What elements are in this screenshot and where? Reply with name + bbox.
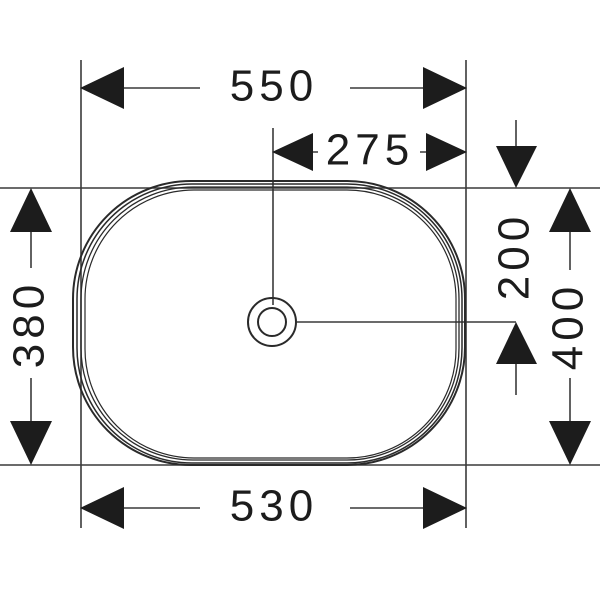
drain-assembly [247, 297, 297, 347]
dim-550-arrow-right [423, 67, 467, 109]
basin-rim-outline [72, 180, 466, 466]
dim-275-arrow-left [272, 133, 313, 171]
basin-outline-third [80, 186, 460, 461]
dim-275-label: 275 [326, 126, 414, 175]
dim-200-label: 200 [490, 212, 539, 300]
dimension-530: 530 [80, 482, 467, 531]
dim-530-arrow-right [423, 487, 467, 529]
dim-400-arrow-bottom [549, 421, 591, 465]
dim-380-label: 380 [5, 280, 54, 368]
dimension-275: 275 [272, 126, 467, 175]
dim-550-label: 550 [230, 62, 318, 111]
dim-200-arrow-bottom [496, 322, 537, 364]
dim-380-arrow-top [10, 188, 52, 232]
dim-380-arrow-bottom [10, 421, 52, 465]
dim-550-arrow-left [80, 67, 124, 109]
dimension-200: 200 [490, 120, 539, 395]
basin-outline-second [76, 183, 463, 464]
dim-400-label: 400 [544, 282, 593, 370]
dimension-550: 550 [80, 62, 467, 111]
basin-outline-outer [72, 180, 466, 466]
dim-530-label: 530 [230, 482, 318, 531]
dim-275-arrow-right [426, 133, 467, 171]
dim-200-arrow-top [496, 146, 537, 188]
dim-530-arrow-left [80, 487, 124, 529]
dimension-380: 380 [5, 188, 54, 465]
drain-outer-ring [247, 297, 297, 347]
dimension-400: 400 [544, 188, 593, 465]
drain-inner-ring [257, 307, 287, 337]
dim-400-arrow-top [549, 188, 591, 232]
basin-outline-inner [84, 189, 457, 459]
